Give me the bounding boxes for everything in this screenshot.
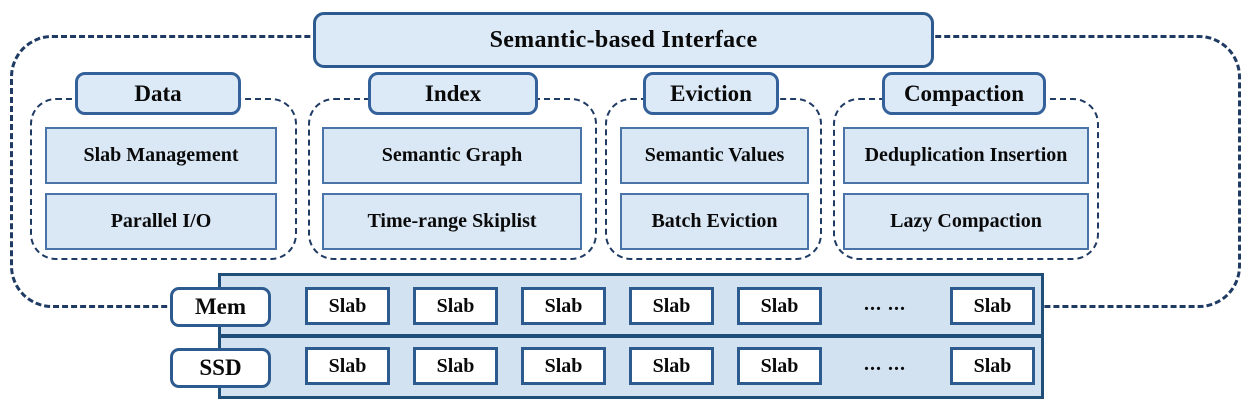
module-slab-management-text: Slab Management (83, 144, 239, 166)
slab-box: Slab (629, 347, 714, 385)
ssd-label-text: SSD (199, 355, 242, 380)
slab-text: Slab (328, 294, 367, 317)
slab-box: Slab (305, 347, 390, 385)
module-batch-eviction: Batch Eviction (620, 193, 809, 250)
module-time-range-skiplist: Time-range Skiplist (322, 193, 582, 250)
module-batch-eviction-text: Batch Eviction (651, 210, 778, 232)
slab-box: Slab (737, 347, 822, 385)
module-parallel-io-text: Parallel I/O (110, 210, 212, 232)
column-label-index-text: Index (424, 80, 482, 106)
header-title: Semantic-based Interface (489, 26, 758, 53)
module-semantic-graph: Semantic Graph (322, 127, 582, 184)
slab-box: Slab (413, 287, 498, 325)
slab-text: Slab (652, 294, 691, 317)
slab-text: Slab (973, 354, 1012, 377)
slab-text: Slab (436, 354, 475, 377)
column-label-eviction: Eviction (643, 72, 779, 115)
module-slab-management: Slab Management (45, 127, 277, 184)
slab-text: Slab (973, 294, 1012, 317)
module-deduplication-insertion: Deduplication Insertion (843, 127, 1089, 184)
module-semantic-values-text: Semantic Values (644, 144, 785, 166)
module-semantic-graph-text: Semantic Graph (381, 144, 523, 166)
module-time-range-skiplist-text: Time-range Skiplist (367, 210, 537, 232)
slab-ellipsis: ... ... (832, 285, 938, 323)
slab-box: Slab (413, 347, 498, 385)
module-lazy-compaction: Lazy Compaction (843, 193, 1089, 250)
column-label-compaction: Compaction (882, 72, 1046, 115)
module-parallel-io: Parallel I/O (45, 193, 277, 250)
column-label-eviction-text: Eviction (670, 80, 752, 106)
slab-text: Slab (436, 294, 475, 317)
slab-box: Slab (950, 287, 1035, 325)
slab-box: Slab (305, 287, 390, 325)
slab-box: Slab (521, 347, 606, 385)
slab-text: Slab (760, 354, 799, 377)
slab-box: Slab (629, 287, 714, 325)
column-label-data-text: Data (134, 80, 182, 106)
mem-label: Mem (170, 287, 271, 327)
slab-ellipsis-text: ... ... (864, 292, 906, 315)
slab-text: Slab (652, 354, 691, 377)
slab-ellipsis: ... ... (832, 345, 938, 383)
slab-box: Slab (950, 347, 1035, 385)
module-semantic-values: Semantic Values (620, 127, 809, 184)
column-label-data: Data (75, 72, 241, 115)
slab-text: Slab (544, 294, 583, 317)
column-label-index: Index (368, 72, 538, 115)
slab-box: Slab (521, 287, 606, 325)
column-label-compaction-text: Compaction (903, 80, 1025, 106)
module-lazy-compaction-text: Lazy Compaction (890, 210, 1042, 232)
semantic-interface-header: Semantic-based Interface (313, 12, 934, 68)
slab-text: Slab (760, 294, 799, 317)
slab-box: Slab (737, 287, 822, 325)
mem-label-text: Mem (194, 294, 247, 319)
slab-text: Slab (328, 354, 367, 377)
module-deduplication-insertion-text: Deduplication Insertion (864, 144, 1068, 166)
slab-ellipsis-text: ... ... (864, 352, 906, 375)
ssd-label: SSD (170, 348, 271, 388)
slab-text: Slab (544, 354, 583, 377)
